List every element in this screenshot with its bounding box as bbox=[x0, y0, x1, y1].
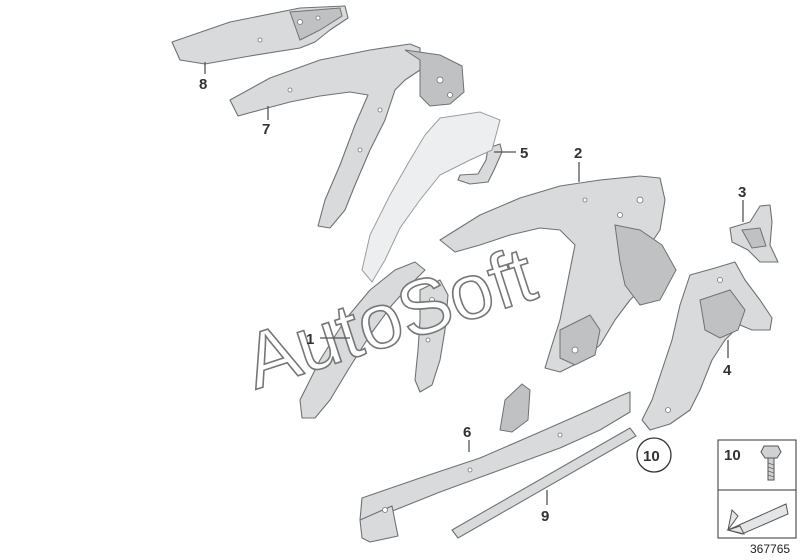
callout-10[interactable]: 10 bbox=[643, 448, 660, 465]
part-1-roof-arch-b-pillar[interactable] bbox=[299, 261, 449, 419]
callout-6[interactable]: 6 bbox=[463, 424, 471, 441]
callout-1[interactable]: 1 bbox=[306, 331, 314, 348]
callout-7[interactable]: 7 bbox=[262, 121, 270, 138]
part-2-side-frame-inner[interactable] bbox=[439, 175, 677, 373]
part-5-bracket[interactable] bbox=[457, 143, 503, 185]
callouts: 8 7 5 2 3 4 1 6 9 10 bbox=[199, 76, 746, 525]
callout-9[interactable]: 9 bbox=[541, 508, 549, 525]
callout-8[interactable]: 8 bbox=[199, 76, 207, 93]
legend-item-number: 10 bbox=[724, 447, 741, 464]
part-7-a-pillar-inner[interactable] bbox=[229, 43, 465, 229]
watermark: AutoSoft bbox=[233, 229, 547, 407]
reference-number: 367765 bbox=[750, 542, 790, 556]
part-4-rear-wheelhouse[interactable] bbox=[641, 261, 773, 431]
direction-arrow-icon bbox=[726, 503, 789, 535]
callout-5[interactable]: 5 bbox=[520, 145, 528, 162]
part-8-roof-rail-front[interactable] bbox=[171, 5, 349, 65]
outer-panel-outline bbox=[361, 111, 501, 283]
legend-box: 10 bbox=[717, 439, 797, 539]
bolt-icon bbox=[760, 445, 782, 481]
callout-4[interactable]: 4 bbox=[723, 362, 732, 379]
part-9-sill-strip[interactable] bbox=[451, 427, 637, 539]
callout-3[interactable]: 3 bbox=[738, 184, 746, 201]
part-6-side-sill[interactable] bbox=[359, 383, 631, 543]
watermark-text: AutoSoft bbox=[234, 229, 546, 405]
callout-10-circle bbox=[636, 437, 672, 473]
callout-2[interactable]: 2 bbox=[574, 145, 582, 162]
leader-lines bbox=[204, 62, 744, 505]
part-3-wheelhouse-bracket[interactable] bbox=[729, 204, 779, 263]
